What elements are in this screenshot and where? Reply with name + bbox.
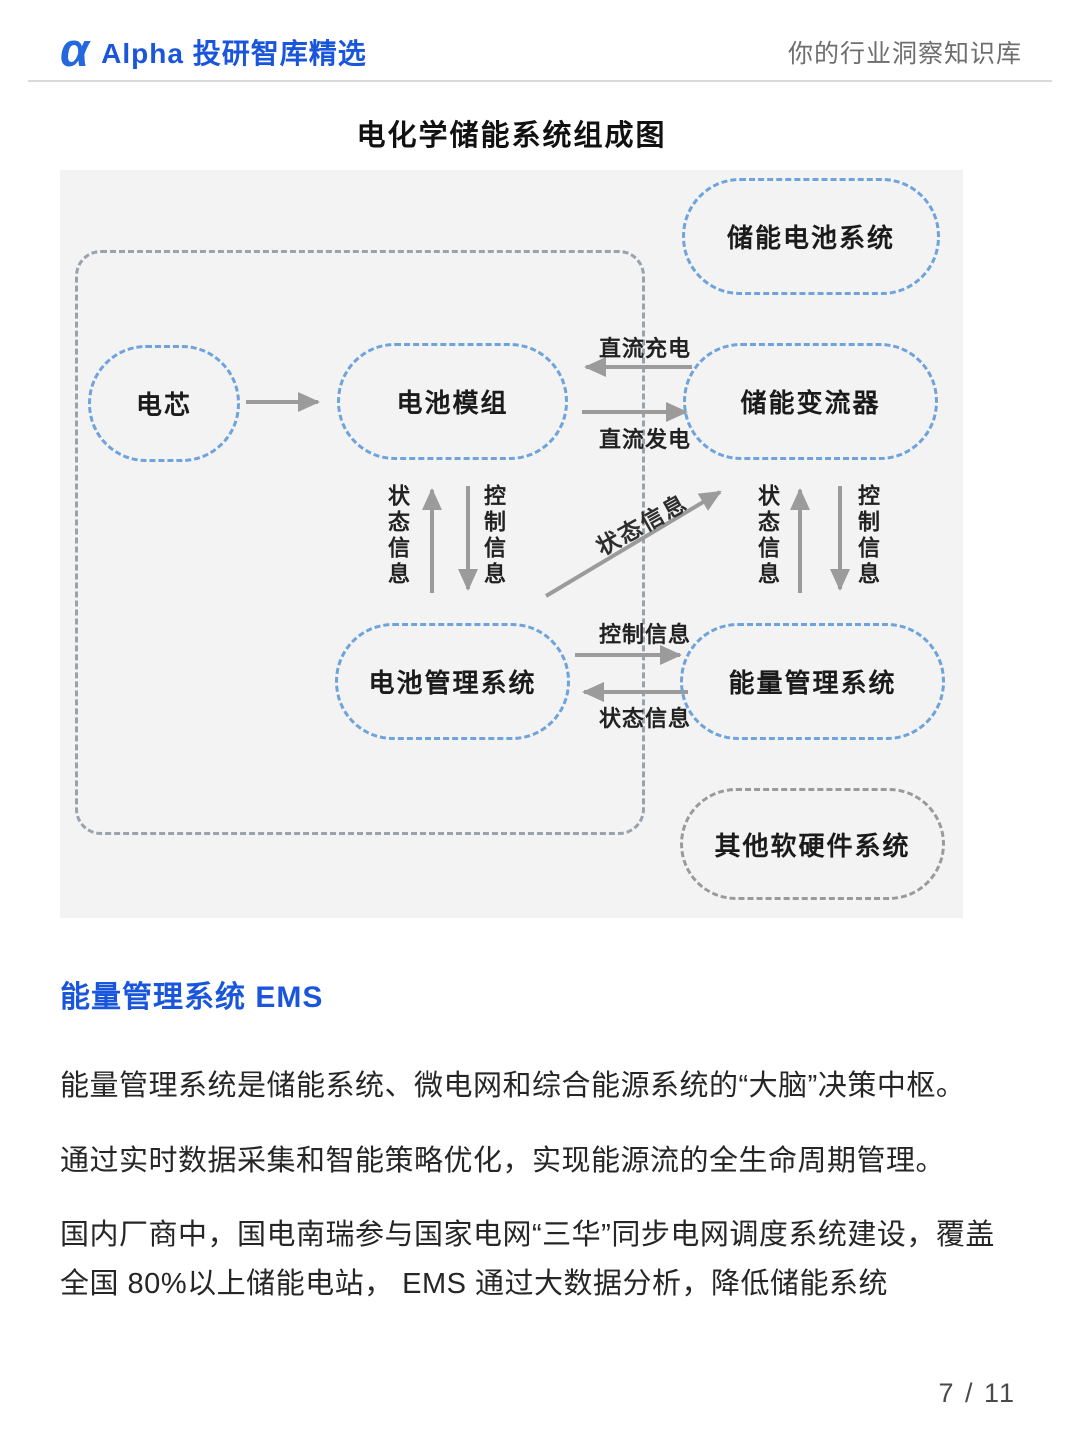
header: α Alpha 投研智库精选 你的行业洞察知识库	[60, 26, 1022, 78]
alpha-logo-icon: α	[60, 22, 90, 76]
label-control-info-bms-ems: 控制信息	[598, 622, 691, 647]
paragraph-3: 国内厂商中，国电南瑞参与国家电网“三华”同步电网调度系统建设，覆盖全国 80%以…	[60, 1219, 995, 1301]
diagram-arrows	[246, 357, 850, 702]
label-status-info-pcs: 状态信息	[755, 484, 780, 588]
node-bms: 电池管理系统	[335, 623, 570, 740]
node-ems: 能量管理系统	[680, 623, 945, 740]
label-dc-charge: 直流充电	[598, 336, 691, 361]
brand: α Alpha 投研智库精选	[60, 22, 367, 76]
page-indicator: 7 / 11	[938, 1378, 1016, 1408]
header-divider	[28, 80, 1052, 82]
node-cell: 电芯	[88, 345, 240, 462]
label-dc-discharge: 直流发电	[598, 427, 691, 452]
diagram-panel: 储能电池系统 电芯 电池模组 储能变流器 电池管理系统 能量管理系统 其他软硬件…	[60, 170, 963, 918]
article: 能量管理系统 EMS 能量管理系统是储能系统、微电网和综合能源系统的“大脑”决策…	[60, 972, 1022, 1335]
paragraph-2: 通过实时数据采集和智能策略优化，实现能源流的全生命周期管理。	[60, 1144, 946, 1177]
arrow-bms-status-to-pcs	[544, 490, 722, 598]
label-status-info-module: 状态信息	[385, 484, 410, 588]
label-status-info-ems-bms: 状态信息	[598, 706, 691, 731]
brand-title: Alpha 投研智库精选	[101, 38, 367, 69]
paragraph-1: 能量管理系统是储能系统、微电网和综合能源系统的“大脑”决策中枢。	[60, 1070, 966, 1102]
node-other-systems: 其他软硬件系统	[680, 788, 945, 900]
battery-system-boundary-box	[75, 250, 645, 835]
node-pcs-converter: 储能变流器	[683, 343, 938, 460]
label-control-info-pcs: 控制信息	[855, 484, 880, 588]
node-battery-system: 储能电池系统	[682, 178, 940, 295]
label-control-info-module: 控制信息	[481, 484, 506, 588]
node-battery-module: 电池模组	[337, 343, 568, 460]
diagram-title: 电化学储能系统组成图	[356, 120, 667, 152]
header-tagline: 你的行业洞察知识库	[787, 40, 1022, 68]
section-heading: 能量管理系统 EMS	[60, 981, 324, 1014]
